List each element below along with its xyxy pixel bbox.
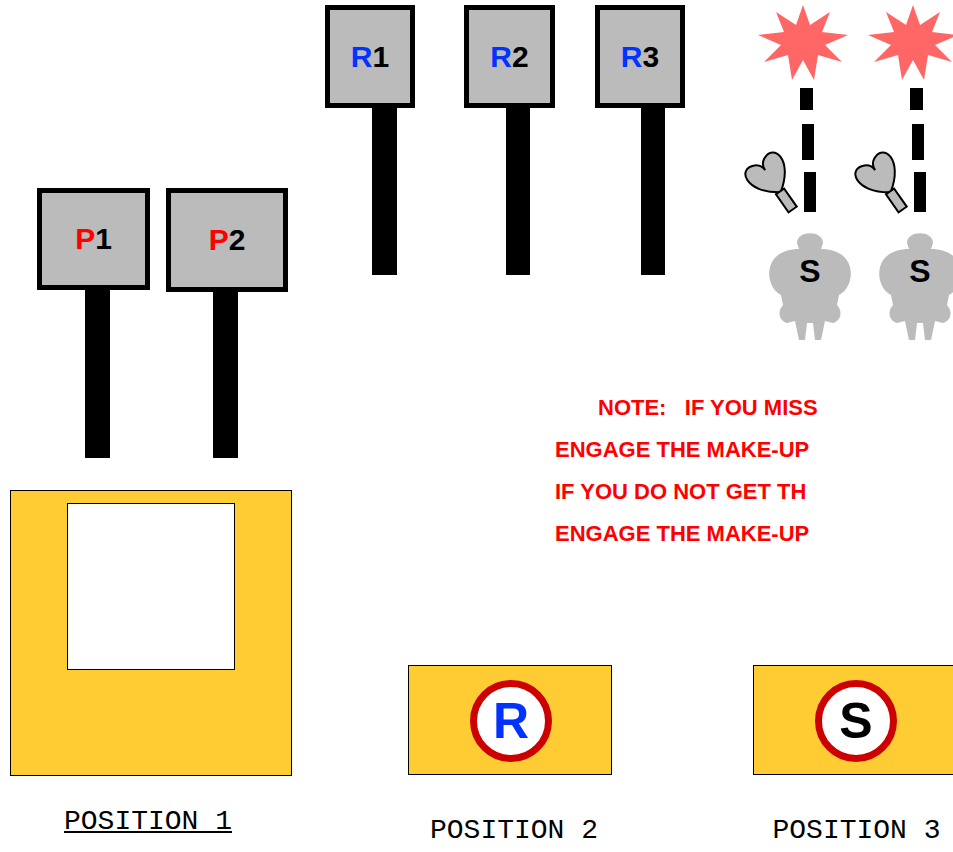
sign-label: R3 xyxy=(621,42,659,72)
range-sign: R2 xyxy=(464,5,555,108)
position-label: POSITION 1 xyxy=(7,807,289,838)
reactive-target xyxy=(742,5,848,221)
note-text: ENGAGE THE MAKE-UP xyxy=(555,522,809,546)
shooting-position: POSITION 2R xyxy=(408,665,612,775)
sign-label: P1 xyxy=(75,224,112,254)
position-label: POSITION 3 xyxy=(749,816,953,847)
sign-label: P2 xyxy=(209,225,246,255)
position-marker: S xyxy=(815,680,897,762)
silhouette-figure xyxy=(865,225,953,340)
note-text: ENGAGE THE MAKE-UP xyxy=(555,438,809,462)
note-text: NOTE: IF YOU MISS xyxy=(598,396,818,420)
position-window xyxy=(67,503,235,670)
range-sign: R3 xyxy=(595,5,685,108)
shooting-position: POSITION 1 xyxy=(10,490,292,776)
sign-post xyxy=(506,100,530,275)
note-text: IF YOU DO NOT GET TH xyxy=(555,480,806,504)
sign-post xyxy=(372,100,397,275)
target-letter: S xyxy=(799,255,820,287)
position-marker: R xyxy=(470,680,552,762)
sign-label: R2 xyxy=(490,42,528,72)
position-label: POSITION 2 xyxy=(412,816,616,847)
sign-post xyxy=(85,285,110,458)
sign-label: R1 xyxy=(351,42,389,72)
sign-post xyxy=(213,285,238,458)
reactive-target xyxy=(852,5,953,221)
range-sign: P2 xyxy=(166,188,288,292)
shooting-position: POSITION 3S xyxy=(753,665,953,775)
target-letter: S xyxy=(909,255,930,287)
sign-post xyxy=(641,100,665,275)
target-silhouette: S xyxy=(865,225,953,340)
range-sign: R1 xyxy=(325,5,415,108)
target-silhouette: S xyxy=(755,225,865,340)
marker-letter: S xyxy=(839,696,872,746)
marker-letter: R xyxy=(493,696,529,746)
range-sign: P1 xyxy=(37,188,150,290)
